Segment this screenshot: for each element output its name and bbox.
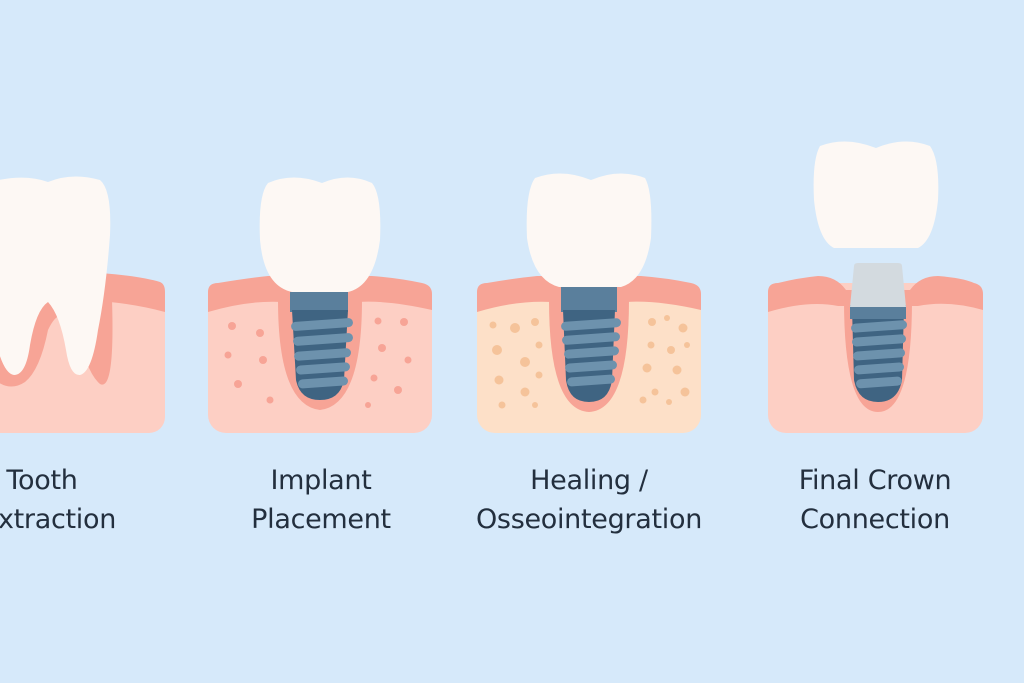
- tooth-icon: [0, 176, 111, 376]
- healing-illustration: [477, 173, 701, 433]
- implant-placement-illustration: [208, 177, 432, 433]
- abutment-icon: [850, 263, 906, 307]
- stage-label: Implant Placement: [251, 465, 391, 535]
- bone-dots: [489, 315, 690, 409]
- stage-implant-placement: Implant Placement: [208, 0, 434, 683]
- stage-healing-osseointegration: Healing / Osseointegration: [476, 0, 703, 683]
- bone-dots: [224, 317, 412, 408]
- implant-screw-icon: [290, 292, 353, 400]
- final-crown-illustration: [768, 141, 983, 433]
- stage-tooth-extraction: Tooth xtraction: [0, 0, 200, 683]
- extracted-tooth-illustration: [0, 176, 165, 433]
- stage-label: Tooth xtraction: [0, 465, 117, 535]
- stage-final-crown-connection: Final Crown Connection: [768, 0, 988, 683]
- crown-icon: [259, 177, 381, 292]
- crown-icon: [813, 141, 939, 248]
- stage-label: Final Crown Connection: [798, 465, 952, 535]
- implant-screw-icon: [850, 305, 907, 402]
- implant-screw-icon: [561, 287, 621, 402]
- crown-icon: [526, 173, 652, 287]
- stage-label: Healing / Osseointegration: [475, 465, 703, 535]
